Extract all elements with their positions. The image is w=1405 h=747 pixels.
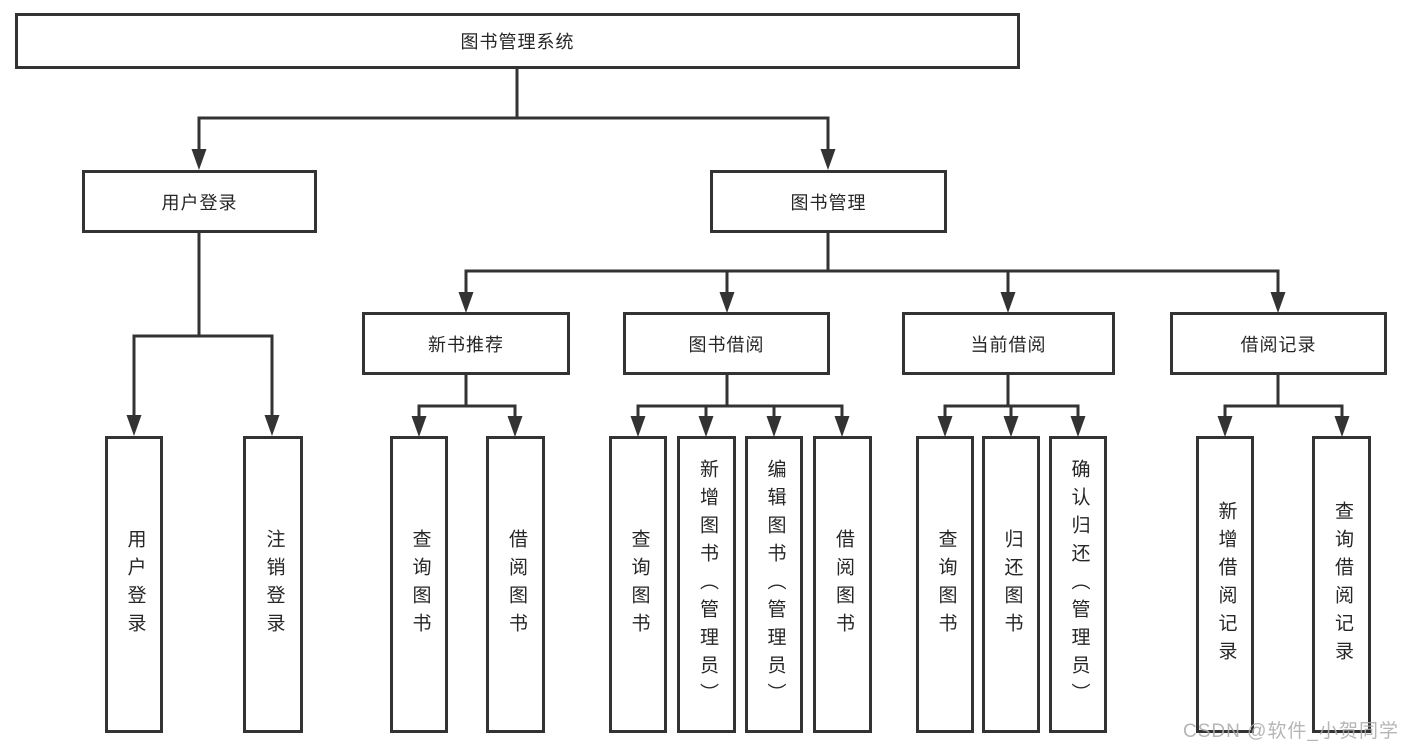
node-user-login: 用户登录 [82, 170, 317, 233]
node-label: 借阅记录 [1240, 334, 1317, 355]
node-library-management-system: 图书管理系统 [15, 13, 1020, 69]
node-label: 新书推荐 [428, 334, 504, 355]
node-label: 确认归还（管理员） [1068, 458, 1090, 711]
node-label: 查询图书 [409, 528, 431, 641]
node-label: 图书管理 [790, 192, 867, 213]
node-label: 归还图书 [1001, 528, 1023, 641]
leaf-borrow-books-recommend: 借阅图书 [486, 436, 545, 733]
node-label: 借阅图书 [832, 528, 854, 641]
leaf-query-borrow-record: 查询借阅记录 [1312, 436, 1371, 733]
node-new-book-recommendation: 新书推荐 [362, 312, 570, 375]
node-label: 新增借阅记录 [1215, 500, 1237, 669]
node-borrowing-records: 借阅记录 [1170, 312, 1387, 375]
node-label: 图书管理系统 [460, 32, 575, 52]
leaf-borrow-books-borrowing: 借阅图书 [813, 436, 872, 733]
node-label: 用户登录 [124, 528, 146, 641]
node-label: 用户登录 [161, 192, 238, 213]
node-label: 新增图书（管理员） [696, 458, 718, 711]
leaf-add-book-admin: 新增图书（管理员） [677, 436, 736, 733]
node-label: 查询图书 [628, 528, 650, 641]
node-book-management: 图书管理 [710, 170, 947, 233]
node-label: 注销登录 [263, 528, 285, 641]
node-current-borrowing: 当前借阅 [902, 312, 1115, 375]
leaf-user-login: 用户登录 [105, 436, 163, 733]
leaf-query-books-current: 查询图书 [916, 436, 974, 733]
node-label: 查询图书 [935, 528, 957, 641]
node-label: 借阅图书 [505, 528, 527, 641]
leaf-confirm-return-admin: 确认归还（管理员） [1049, 436, 1107, 733]
leaf-query-books-recommend: 查询图书 [390, 436, 448, 733]
leaf-query-books-borrowing: 查询图书 [609, 436, 667, 733]
node-label: 编辑图书（管理员） [764, 458, 786, 711]
node-label: 当前借阅 [970, 334, 1047, 355]
leaf-add-borrow-record: 新增借阅记录 [1196, 436, 1254, 733]
node-label: 图书借阅 [688, 334, 765, 355]
leaf-return-book: 归还图书 [982, 436, 1040, 733]
leaf-edit-book-admin: 编辑图书（管理员） [745, 436, 803, 733]
leaf-logout: 注销登录 [243, 436, 303, 733]
node-book-borrowing: 图书借阅 [623, 312, 830, 375]
node-label: 查询借阅记录 [1331, 500, 1353, 669]
